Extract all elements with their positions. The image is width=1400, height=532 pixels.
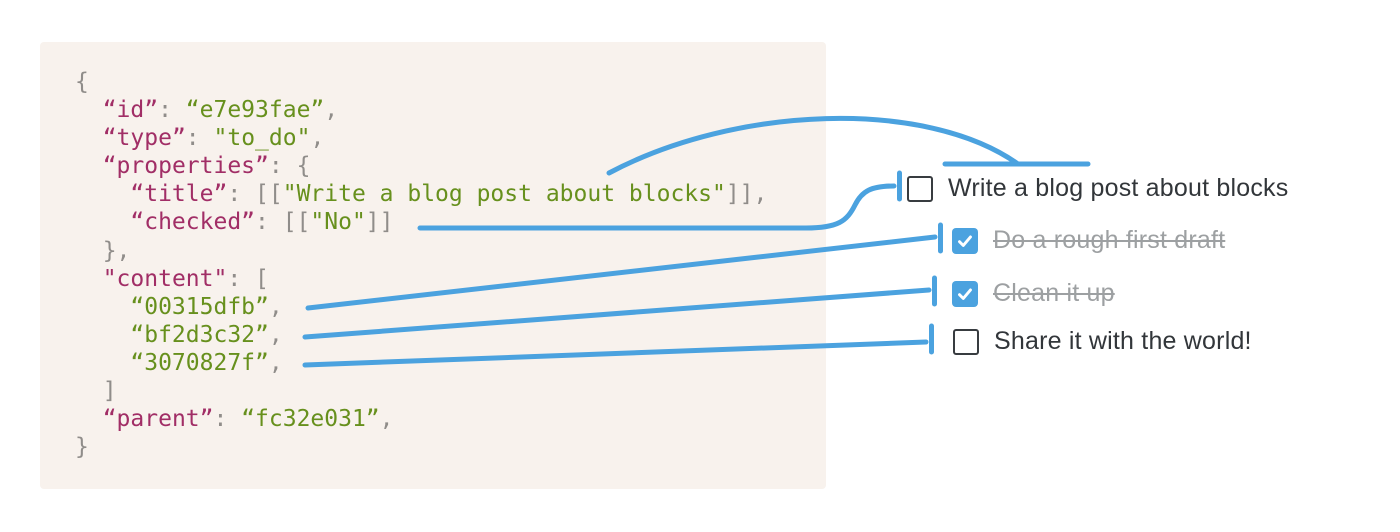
- code-line: “properties”: {: [102, 153, 311, 180]
- code-line: “3070827f”,: [130, 349, 283, 376]
- code-line: “bf2d3c32”,: [130, 321, 283, 348]
- code-line: “00315dfb”,: [130, 293, 283, 320]
- checkbox-checked[interactable]: [952, 227, 978, 254]
- code-line: "content": [: [102, 265, 269, 292]
- code-line: “parent”: “fc32e031”,: [102, 406, 394, 433]
- code-line: “type”: "to_do",: [102, 125, 325, 152]
- todo-item: Share it with the world!: [953, 327, 1252, 355]
- checkbox-unchecked[interactable]: [907, 175, 933, 202]
- todo-item: Clean it up: [952, 279, 1115, 307]
- todo-item: Write a blog post about blocks: [907, 174, 1289, 202]
- todo-label: Share it with the world!: [994, 327, 1252, 355]
- checkmark-icon: [958, 288, 972, 300]
- code-line: },: [75, 237, 131, 264]
- code-line: {: [75, 69, 89, 95]
- code-line: “checked”: [["No"]]: [130, 209, 394, 236]
- code-line: “id”: “e7e93fae”,: [102, 97, 339, 124]
- checkmark-icon: [958, 235, 972, 247]
- json-code: { “id”: “e7e93fae”, “type”: "to_do", “pr…: [75, 68, 767, 461]
- code-line: ]: [75, 378, 117, 405]
- code-line: }: [75, 434, 89, 461]
- checkbox-checked[interactable]: [952, 280, 978, 307]
- todo-label: Clean it up: [993, 279, 1115, 307]
- todo-label: Write a blog post about blocks: [948, 174, 1289, 202]
- todo-label: Do a rough first draft: [993, 226, 1226, 254]
- todo-item: Do a rough first draft: [952, 226, 1226, 254]
- checkbox-unchecked[interactable]: [953, 328, 979, 355]
